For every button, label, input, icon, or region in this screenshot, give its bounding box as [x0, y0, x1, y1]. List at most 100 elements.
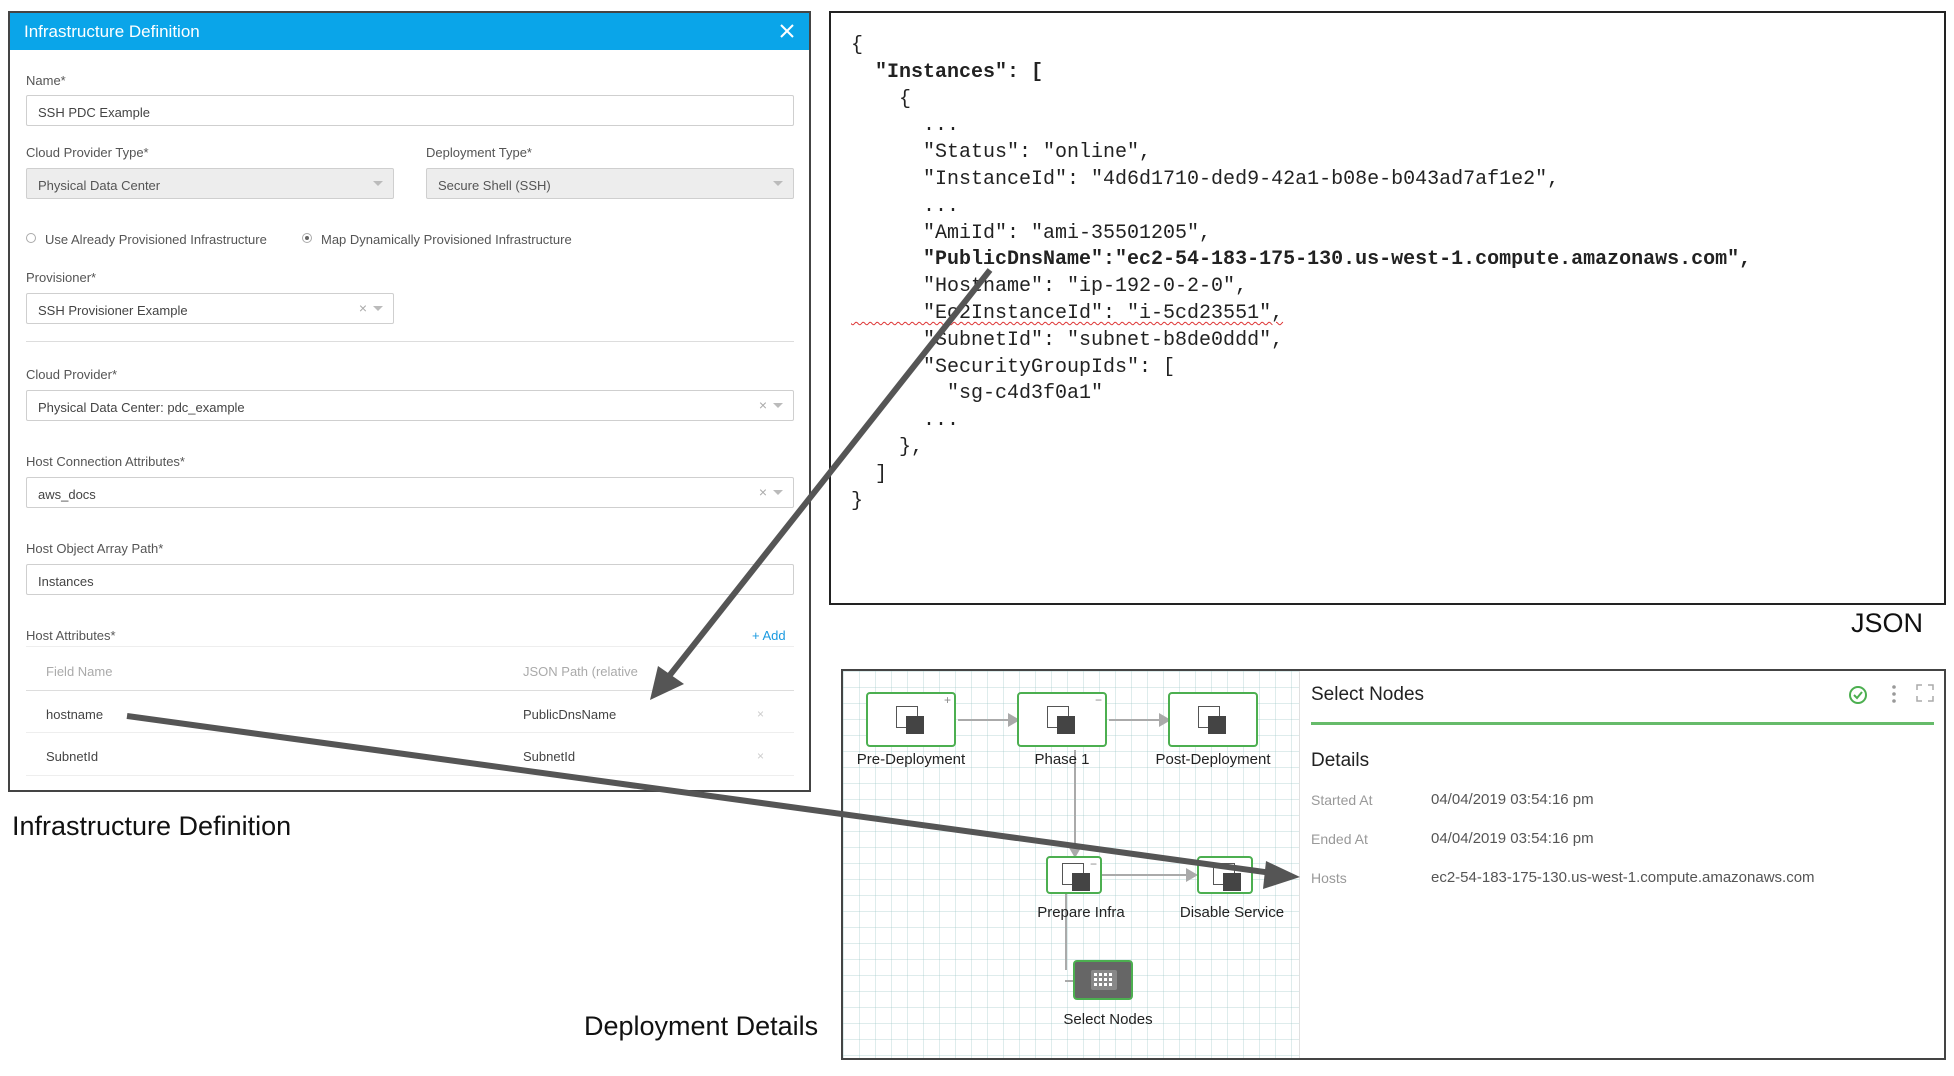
row-json-path[interactable]: PublicDnsName: [523, 707, 617, 722]
json-line: {: [851, 87, 912, 111]
host-connection-select[interactable]: aws_docs ×: [26, 477, 794, 508]
title-underline: [1311, 722, 1934, 725]
json-line: "PublicDnsName":"ec2-54-183-175-130.us-w…: [851, 248, 1752, 272]
divider: [26, 341, 794, 342]
grid-icon: [1091, 970, 1117, 990]
provisioner-value: SSH Provisioner Example: [38, 303, 188, 318]
collapse-minus-icon[interactable]: −: [1089, 857, 1097, 871]
host-object-path-input[interactable]: Instances: [26, 564, 794, 595]
node-label: Post-Deployment: [1155, 751, 1271, 768]
provisioner-label: Provisioner*: [26, 270, 97, 285]
remove-row-icon[interactable]: ×: [757, 749, 765, 763]
deployment-type-value: Secure Shell (SSH): [438, 178, 551, 193]
host-connection-label: Host Connection Attributes*: [26, 454, 185, 469]
clear-icon[interactable]: ×: [758, 397, 767, 413]
detail-value: 04/04/2019 03:54:16 pm: [1431, 830, 1594, 847]
caption-infrastructure-definition: Infrastructure Definition: [12, 811, 292, 841]
node-label: Phase 1: [1034, 751, 1090, 768]
workflow-node-prepare-infra[interactable]: −: [1046, 856, 1102, 894]
node-label: Pre-Deployment: [856, 751, 966, 768]
name-value: SSH PDC Example: [38, 105, 150, 120]
json-line: "SecurityGroupIds": [: [851, 355, 1176, 379]
workflow-node-disable-service[interactable]: [1197, 856, 1253, 894]
json-line: ...: [851, 194, 960, 218]
json-line: "AmiId": "ami-35501205",: [851, 221, 1212, 245]
expand-plus-icon[interactable]: +: [943, 693, 951, 707]
close-icon[interactable]: [773, 17, 801, 45]
json-line: "SubnetId": "subnet-b8de0ddd",: [851, 328, 1284, 352]
add-attribute-link[interactable]: + Add: [752, 628, 786, 643]
host-object-path-label: Host Object Array Path*: [26, 541, 164, 556]
row-field-name[interactable]: hostname: [46, 707, 104, 722]
remove-row-icon[interactable]: ×: [757, 707, 765, 721]
detail-key: Ended At: [1311, 831, 1368, 847]
dropdown-caret-icon: [373, 306, 383, 311]
cloud-provider-label: Cloud Provider*: [26, 367, 118, 382]
deployment-details-panel: Select Nodes Details Started At 04/04/20…: [841, 669, 1946, 1060]
dropdown-caret-icon: [373, 181, 383, 186]
json-panel: { "Instances": [ { ... "Status": "online…: [829, 11, 1946, 605]
workflow-node-pre-deployment[interactable]: +: [866, 692, 956, 747]
deployment-type-select[interactable]: Secure Shell (SSH): [426, 168, 794, 199]
host-attributes-label: Host Attributes*: [26, 628, 116, 643]
table-header-field: Field Name: [46, 664, 113, 679]
radio-off-icon: [26, 233, 36, 243]
name-label: Name*: [26, 73, 66, 88]
dropdown-caret-icon: [773, 490, 783, 495]
deployment-type-label: Deployment Type*: [426, 145, 532, 160]
row-divider: [26, 732, 794, 733]
radio-on-icon: [302, 233, 312, 243]
details-heading: Details: [1311, 750, 1370, 771]
host-connection-value: aws_docs: [38, 487, 96, 502]
table-header-path: JSON Path (relative): [523, 664, 638, 679]
workflow-connector: [1065, 894, 1067, 970]
radio-map-label: Map Dynamically Provisioned Infrastructu…: [321, 232, 572, 247]
row-divider: [26, 775, 794, 776]
row-json-path[interactable]: SubnetId: [523, 749, 576, 764]
node-label: Select Nodes: [1063, 1011, 1153, 1028]
caption-json: JSON: [1851, 608, 1924, 638]
json-line: ...: [851, 409, 960, 433]
json-line: {: [851, 34, 864, 57]
cloud-provider-value: Physical Data Center: pdc_example: [38, 400, 245, 415]
detail-value: 04/04/2019 03:54:16 pm: [1431, 791, 1594, 808]
dialog-header: Infrastructure Definition: [10, 13, 809, 50]
workflow-node-post-deployment[interactable]: [1168, 692, 1258, 747]
panel-title: Select Nodes: [1311, 684, 1425, 705]
clear-icon[interactable]: ×: [358, 300, 367, 316]
clear-icon[interactable]: ×: [758, 484, 767, 500]
table-header-divider: [26, 690, 794, 691]
provisioner-select[interactable]: SSH Provisioner Example ×: [26, 293, 394, 324]
dialog-title: Infrastructure Definition: [24, 22, 200, 41]
cloud-provider-type-select[interactable]: Physical Data Center: [26, 168, 394, 199]
json-line: "InstanceId": "4d6d1710-ded9-42a1-b08e-b…: [851, 167, 1560, 191]
infrastructure-definition-dialog: Infrastructure Definition Name* SSH PDC …: [8, 11, 811, 792]
more-vertical-icon[interactable]: [1890, 683, 1898, 705]
workflow-node-phase-1[interactable]: −: [1017, 692, 1107, 747]
json-line: "Instances": [: [851, 60, 1044, 84]
collapse-minus-icon[interactable]: −: [1094, 693, 1102, 707]
json-line: ...: [851, 114, 960, 138]
caption-deployment-details: Deployment Details: [584, 1011, 819, 1041]
expand-icon[interactable]: [1916, 684, 1934, 702]
detail-key: Hosts: [1311, 870, 1347, 886]
json-line: "Ec2InstanceId": "i-5cd23551",: [851, 301, 1284, 325]
row-field-name[interactable]: SubnetId: [46, 749, 99, 764]
json-line: ]: [851, 462, 888, 486]
json-line: "Status": "online",: [851, 141, 1152, 165]
detail-value: ec2-54-183-175-130.us-west-1.compute.ama…: [1431, 869, 1815, 886]
cloud-provider-select[interactable]: Physical Data Center: pdc_example ×: [26, 390, 794, 421]
json-line: "Hostname": "ip-192-0-2-0",: [851, 275, 1248, 299]
workflow-node-select-nodes[interactable]: [1073, 960, 1133, 1000]
node-label: Disable Service: [1179, 904, 1285, 921]
json-line: "sg-c4d3f0a1": [851, 382, 1104, 406]
json-line: },: [851, 435, 924, 459]
cloud-provider-type-label: Cloud Provider Type*: [26, 145, 149, 160]
json-code: { "Instances": [ { ... "Status": "online…: [851, 33, 1751, 515]
cloud-provider-type-value: Physical Data Center: [38, 178, 161, 193]
dropdown-caret-icon: [773, 403, 783, 408]
select-nodes-panel: Select Nodes Details Started At 04/04/20…: [1300, 671, 1944, 1058]
dropdown-caret-icon: [773, 181, 783, 186]
workflow-connector: [1102, 874, 1194, 876]
name-input[interactable]: SSH PDC Example: [26, 95, 794, 126]
